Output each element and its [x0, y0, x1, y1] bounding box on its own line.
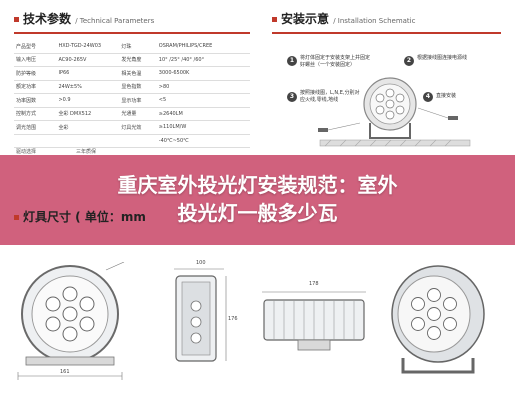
spec-value: OSRAM/PHILIPS/CREE	[156, 40, 250, 54]
headline-line-1: 重庆室外投光灯安装规范：室外	[117, 173, 398, 197]
side-height-label: 176	[228, 316, 238, 322]
tech-params-title: 技术参数	[23, 12, 72, 26]
spec-value: ≥2640LM	[156, 107, 250, 121]
spec-value: 3000-6500K	[156, 66, 250, 81]
partial-cell-1: 驱动选择	[16, 149, 37, 155]
spec-value: >80	[156, 80, 250, 94]
spec-value: AC90-265V	[56, 53, 120, 67]
install-title-en: / Installation Schematic	[333, 17, 416, 25]
spec-value: HXD-TGD-24W03	[56, 40, 120, 54]
spec-label	[14, 134, 57, 148]
tech-params-underline	[14, 32, 250, 34]
heading-marker-icon	[14, 215, 19, 220]
spec-label: 显色指数	[119, 80, 157, 94]
spec-value: 10° /25° /40° /60°	[156, 53, 250, 67]
spec-label: 显示功率	[119, 93, 157, 108]
spec-label: 额定功率	[14, 80, 57, 94]
step-3-number: 3	[287, 92, 297, 102]
install-title: 安装示意	[281, 12, 330, 26]
spec-row: 调光范围全彩灯具光效≥110LM/W	[14, 120, 250, 135]
step-1-number: 1	[287, 56, 297, 66]
install-heading: 安装示意 / Installation Schematic	[272, 10, 415, 27]
front-view-drawing	[17, 262, 125, 380]
spec-label	[119, 134, 157, 148]
spec-label: 光通量	[119, 107, 157, 121]
spec-row: -40℃~50℃	[14, 134, 250, 148]
spec-value: -40℃~50℃	[156, 134, 250, 148]
spec-value: 全彩 DMX512	[56, 107, 120, 121]
spec-label: 调光范围	[14, 120, 57, 135]
spec-label: 防护等级	[14, 66, 57, 81]
heading-marker-icon	[272, 17, 277, 22]
spec-label: 灯珠	[119, 40, 157, 54]
dimensions-title: 灯具尺寸 ( 单位：mm	[23, 210, 146, 224]
spec-label: 发光角度	[119, 53, 157, 67]
spec-value: <5	[156, 93, 250, 108]
spec-label: 相关色温	[119, 66, 157, 81]
step-4-number: 4	[423, 92, 433, 102]
tech-params-heading: 技术参数 / Technical Parameters	[14, 10, 154, 27]
spec-value: IP66	[56, 66, 120, 81]
spec-value: ≥110LM/W	[156, 120, 250, 135]
spec-value: >0.9	[56, 93, 120, 108]
install-illustration	[318, 77, 471, 147]
install-underline	[272, 32, 501, 34]
spec-value: 全彩	[56, 120, 120, 135]
headline-line-2: 投光灯一般多少瓦	[177, 201, 338, 225]
step-2-text: 根据接线图连接电源线	[417, 55, 468, 61]
spec-value: 24W±5%	[56, 80, 120, 94]
spec-value	[56, 134, 120, 148]
top-width-label: 178	[309, 281, 319, 287]
side-view-drawing	[174, 268, 227, 362]
heading-marker-icon	[14, 17, 19, 22]
spec-label: 灯具光效	[119, 120, 157, 135]
spec-label: 控制方式	[14, 107, 57, 121]
dimensions-heading: 灯具尺寸 ( 单位：mm	[14, 208, 146, 225]
side-width-label: 100	[196, 260, 206, 266]
step-1-text: 将灯体固定于安装支架上并固定好螺丝（一个安装固定）	[300, 55, 371, 68]
spec-label: 输入电压	[14, 53, 57, 67]
partial-cell-3: 三年质保	[76, 149, 97, 155]
front-width-label: 161	[60, 369, 70, 375]
tech-params-title-en: / Technical Parameters	[75, 17, 155, 25]
step-3-text: 按照接线图，L,N,E,分别对应火线,零线,地线	[300, 90, 360, 103]
spec-label: 产品型号	[14, 40, 57, 54]
top-view-drawing	[262, 291, 366, 351]
step-2-number: 2	[404, 56, 414, 66]
perspective-view-drawing	[391, 265, 485, 374]
spec-label: 功率因数	[14, 93, 57, 108]
step-4-text: 直接安装	[436, 93, 457, 99]
headline-banner: 重庆室外投光灯安装规范：室外 投光灯一般多少瓦	[0, 155, 515, 245]
